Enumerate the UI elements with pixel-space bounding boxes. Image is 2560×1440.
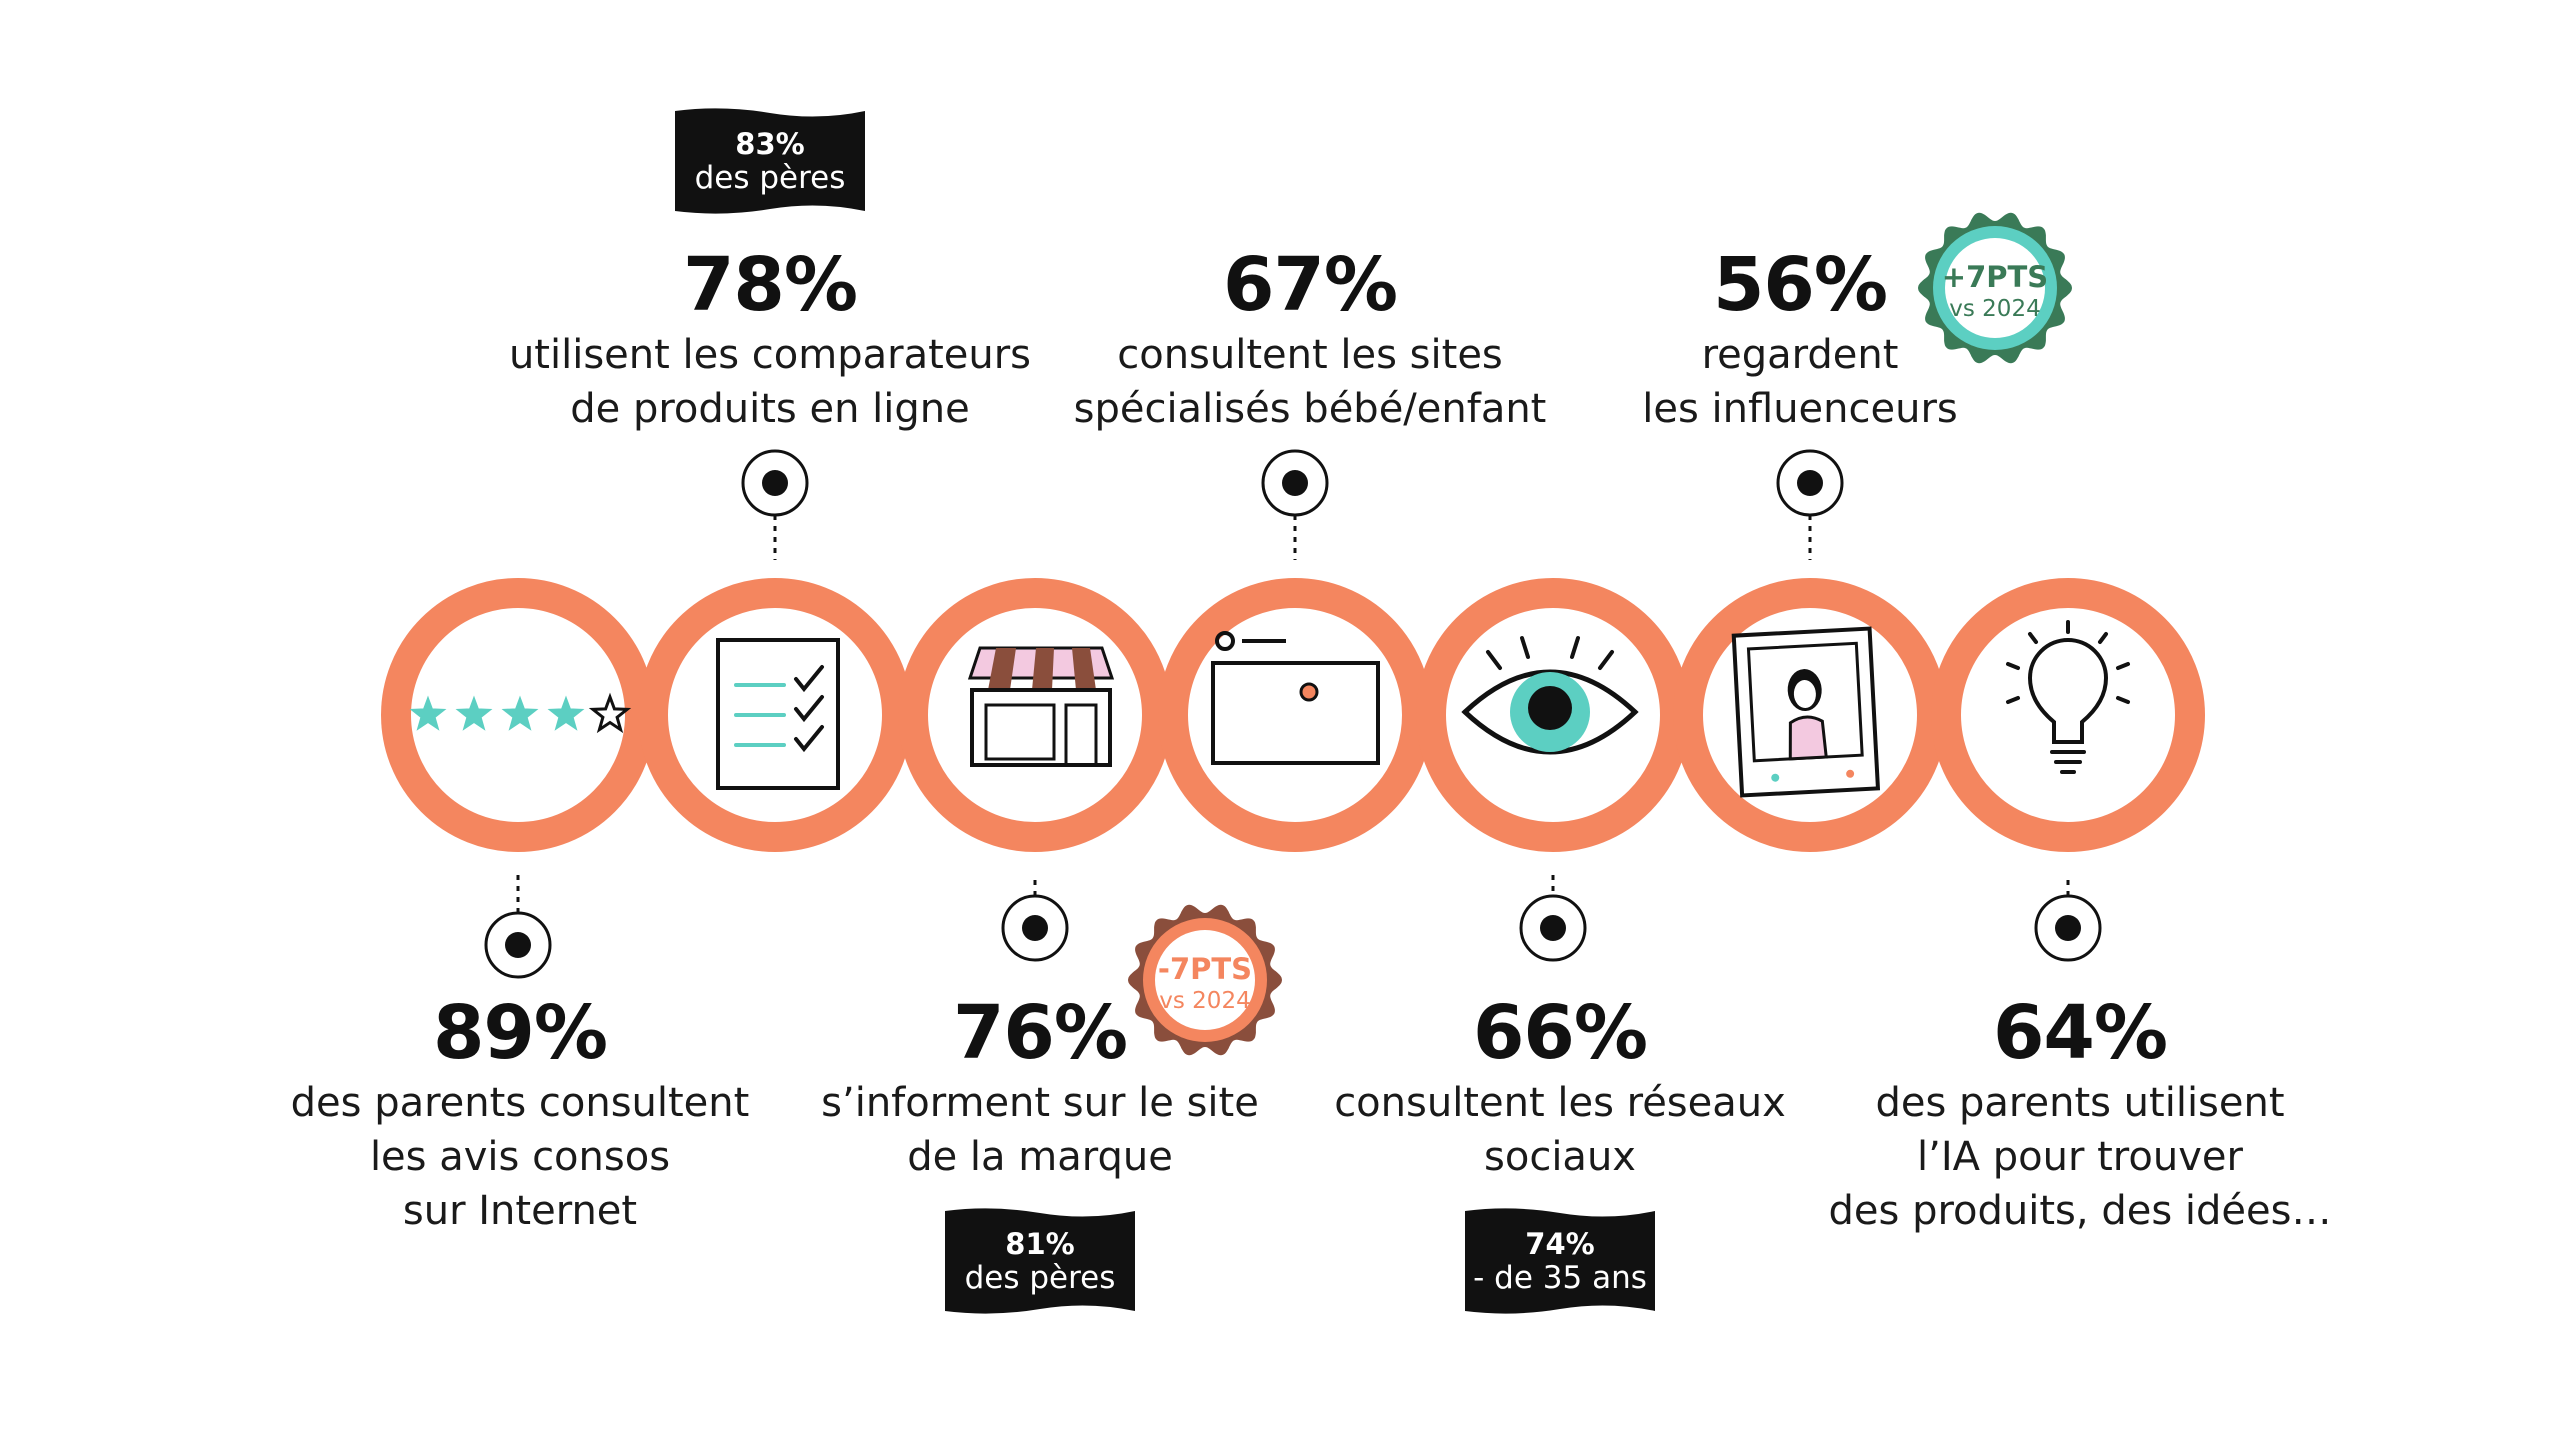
banner-peres-marque: 81% des pères <box>945 1205 1135 1317</box>
banner-value: 74% <box>1525 1227 1595 1261</box>
star-filled-icon <box>547 695 585 731</box>
stat-text: utilisent les comparateurs <box>508 332 1032 378</box>
ring-3 <box>898 578 1172 852</box>
stat-percent: 56% <box>1712 242 1888 328</box>
connector-marker-7 <box>2034 880 2102 962</box>
stat-text: de la marque <box>907 1134 1173 1180</box>
stat-reseaux-sociaux: 66% consultent les réseaux sociaux <box>1290 990 1830 1184</box>
ring-2 <box>638 578 912 852</box>
stat-text: les influenceurs <box>1642 386 1958 432</box>
stat-text: l’IA pour trouver <box>1917 1134 2243 1180</box>
connector-marker-5 <box>1519 875 1587 962</box>
star-rating-icon <box>409 692 632 734</box>
stat-comparateurs: 78% utilisent les comparateurs de produi… <box>490 242 1050 436</box>
stat-text: les avis consos <box>369 1134 671 1180</box>
ring-7 <box>1931 578 2205 852</box>
banner-label: des pères <box>694 160 846 196</box>
seal-plus-7pts: +7PTS vs 2024 <box>1915 208 2075 368</box>
seal-minus-7pts: -7PTS vs 2024 <box>1125 900 1285 1060</box>
connectors <box>484 449 2102 979</box>
browser-window-icon <box>1211 631 1380 765</box>
ring-chain <box>381 578 2205 852</box>
seal-label: vs 2024 <box>1949 296 2041 322</box>
banner-value: 83% <box>735 127 805 161</box>
stat-percent: 89% <box>432 990 608 1076</box>
stat-text: des produits, des idées… <box>1828 1188 2332 1234</box>
stat-percent: 66% <box>1472 990 1648 1076</box>
stat-site-marque: 76% s’informent sur le site de la marque <box>770 990 1310 1184</box>
stat-text: consultent les réseaux <box>1334 1080 1786 1126</box>
stat-text: des parents utilisent <box>1875 1080 2285 1126</box>
stat-text: s’informent sur le site <box>821 1080 1259 1126</box>
stat-influenceurs: 56% regardent les influenceurs <box>1550 242 2050 436</box>
seal-value: +7PTS <box>1941 260 2049 294</box>
stat-percent: 76% <box>952 990 1128 1076</box>
stat-text: consultent les sites <box>1117 332 1503 378</box>
seal-value: -7PTS <box>1157 952 1253 986</box>
banner-label: des pères <box>964 1260 1116 1296</box>
banner-label: - de 35 ans <box>1473 1260 1647 1296</box>
stat-text: des parents consultent <box>290 1080 750 1126</box>
stat-ia: 64% des parents utilisent l’IA pour trou… <box>1800 990 2360 1238</box>
stat-percent: 67% <box>1222 242 1398 328</box>
stat-text: regardent <box>1701 332 1899 378</box>
star-filled-icon <box>409 695 447 731</box>
stat-avis-consos: 89% des parents consultent les avis cons… <box>250 990 790 1238</box>
banner-peres-comparateurs: 83% des pères <box>675 105 865 217</box>
lightbulb-icon <box>2006 620 2130 774</box>
photo-portrait-icon <box>1731 626 1881 798</box>
banner-moins-35-ans: 74% - de 35 ans <box>1465 1205 1655 1317</box>
stat-percent: 78% <box>682 242 858 328</box>
ring-4 <box>1158 578 1432 852</box>
stat-text: spécialisés bébé/enfant <box>1073 386 1547 432</box>
connector-marker-1 <box>484 875 552 979</box>
stat-sites-specialises: 67% consultent les sites spécialisés béb… <box>1030 242 1590 436</box>
connector-marker-6 <box>1776 449 1844 560</box>
stat-text: de produits en ligne <box>570 386 970 432</box>
checklist-icon <box>716 638 840 790</box>
eye-icon <box>1461 636 1639 755</box>
seal-label: vs 2024 <box>1159 988 1251 1014</box>
star-filled-icon <box>501 695 539 731</box>
stat-text: sur Internet <box>402 1188 638 1234</box>
connector-marker-3 <box>1001 880 1069 962</box>
star-filled-icon <box>455 695 493 731</box>
shop-icon <box>967 646 1115 767</box>
connector-marker-2 <box>741 449 809 560</box>
banner-value: 81% <box>1005 1227 1075 1261</box>
stat-percent: 64% <box>1992 990 2168 1076</box>
connector-marker-4 <box>1261 449 1329 560</box>
stat-text: sociaux <box>1484 1134 1636 1180</box>
star-empty-icon <box>588 692 632 734</box>
